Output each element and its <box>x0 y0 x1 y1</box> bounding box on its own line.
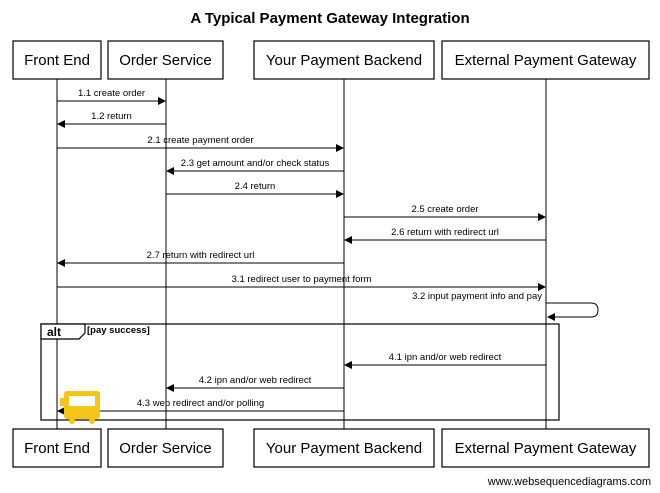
message-label: 1.1 create order <box>78 88 145 99</box>
message-label: 2.7 return with redirect url <box>147 250 255 261</box>
message-13: 4.3 web redirect and/or polling <box>57 398 344 415</box>
message-label: 2.1 create payment order <box>147 135 253 146</box>
actor-label: Front End <box>24 52 90 69</box>
message-4: 2.3 get amount and/or check status <box>166 158 344 175</box>
message-label: 2.6 return with redirect url <box>391 227 499 238</box>
message-2: 1.2 return <box>57 111 166 128</box>
message-label: 3.1 redirect user to payment form <box>232 274 372 285</box>
actor-box <box>441 40 650 80</box>
actor-pb-top: Your Payment Backend <box>253 40 435 80</box>
message-12: 4.2 ipn and/or web redirect <box>166 375 344 392</box>
actor-fe-top: Front End <box>12 40 102 80</box>
actor-box <box>253 40 435 80</box>
message-9: 3.1 redirect user to payment form <box>57 274 546 291</box>
actor-label: Your Payment Backend <box>266 52 422 69</box>
message-6: 2.5 create order <box>344 204 546 221</box>
message-label: 2.5 create order <box>411 204 478 215</box>
message-label: 2.3 get amount and/or check status <box>181 158 330 169</box>
messages: 1.1 create order 1.2 return 2.1 create pay… <box>57 88 599 415</box>
alt-fragment: alt [pay success] <box>40 323 560 421</box>
actor-pg-bottom: External Payment Gateway <box>441 428 650 468</box>
message-10: 3.2 input payment info and pay <box>412 291 599 321</box>
alt-condition: [pay success] <box>87 325 150 336</box>
actors-bottom: Front End Order Service Your Payment Backe… <box>12 428 650 468</box>
alt-keyword: alt <box>47 325 61 339</box>
actor-label: Order Service <box>119 52 212 69</box>
actor-box <box>107 428 224 468</box>
message-label: 4.3 web redirect and/or polling <box>137 398 264 409</box>
message-label: 1.2 return <box>91 111 132 122</box>
actor-label: Front End <box>24 440 90 457</box>
actor-os-top: Order Service <box>107 40 224 80</box>
message-1: 1.1 create order <box>57 88 166 105</box>
actor-box <box>441 428 650 468</box>
footer-link[interactable]: www.websequencediagrams.com <box>487 476 651 488</box>
actor-box <box>107 40 224 80</box>
actors-top: Front End Order Service Your Payment Backe… <box>12 40 650 80</box>
bus-icon <box>60 391 100 424</box>
alt-fragment-frame <box>40 323 560 421</box>
alt-fragment-tab <box>40 323 86 340</box>
message-arrow <box>546 302 599 321</box>
message-label: 4.2 ipn and/or web redirect <box>199 375 312 386</box>
actor-label: External Payment Gateway <box>455 440 637 457</box>
message-8: 2.7 return with redirect url <box>57 250 344 267</box>
actor-label: Your Payment Backend <box>266 440 422 457</box>
diagram-title: A Typical Payment Gateway Integration <box>190 10 469 27</box>
message-5: 2.4 return <box>166 181 344 198</box>
message-label: 4.1 ipn and/or web redirect <box>389 352 502 363</box>
actor-box <box>253 428 435 468</box>
message-label: 2.4 return <box>235 181 276 192</box>
message-11: 4.1 ipn and/or web redirect <box>344 352 546 369</box>
actor-box <box>12 428 102 468</box>
message-7: 2.6 return with redirect url <box>344 227 546 244</box>
actor-os-bottom: Order Service <box>107 428 224 468</box>
actor-pg-top: External Payment Gateway <box>441 40 650 80</box>
lifelines <box>56 79 547 429</box>
actor-fe-bottom: Front End <box>12 428 102 468</box>
actor-label: External Payment Gateway <box>455 52 637 69</box>
actor-box <box>12 40 102 80</box>
actor-label: Order Service <box>119 440 212 457</box>
message-3: 2.1 create payment order <box>57 135 344 152</box>
message-label: 3.2 input payment info and pay <box>412 291 542 302</box>
actor-pb-bottom: Your Payment Backend <box>253 428 435 468</box>
